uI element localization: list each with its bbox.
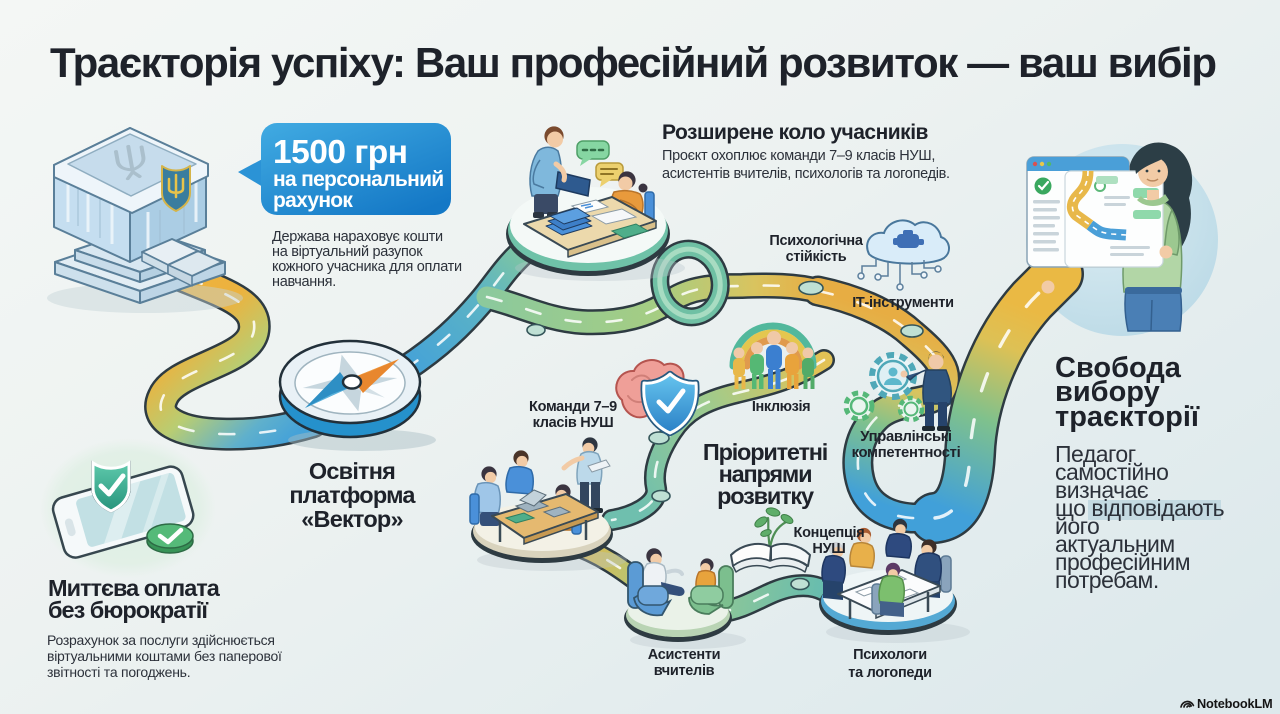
svg-text:самостійно: самостійно [1055, 459, 1168, 485]
svg-text:Траєкторія успіху: Ваш професі: Траєкторія успіху: Ваш професійний розви… [50, 39, 1216, 86]
svg-text:NotebookLM: NotebookLM [1197, 696, 1272, 711]
svg-text:потребам.: потребам. [1055, 567, 1159, 593]
svg-text:на віртуальний разупок: на віртуальний разупок [272, 244, 423, 260]
svg-text:Розрахунок за послуги здійснює: Розрахунок за послуги здійснюється [47, 632, 275, 648]
svg-text:Держава нараховує кошти: Держава нараховує кошти [272, 229, 443, 245]
svg-text:визначає: визначає [1055, 477, 1149, 503]
svg-text:ІТ-інструменти: ІТ-інструменти [852, 295, 954, 311]
svg-text:Розширене коло учасників: Розширене коло учасників [662, 121, 929, 144]
svg-text:платформа: платформа [289, 482, 416, 508]
svg-text:стійкість: стійкість [786, 249, 847, 265]
svg-text:його: його [1055, 513, 1099, 539]
svg-text:та логопеди: та логопеди [848, 665, 931, 681]
svg-text:НУШ: НУШ [812, 541, 845, 557]
svg-text:вибору: вибору [1055, 376, 1160, 408]
svg-text:Команди 7–9: Команди 7–9 [529, 399, 617, 415]
svg-text:розвитку: розвитку [717, 483, 814, 509]
svg-text:віртуальними коштами без папер: віртуальними коштами без паперової [47, 648, 282, 664]
svg-text:професійним: професійним [1055, 549, 1190, 575]
svg-text:«Вектор»: «Вектор» [301, 506, 403, 532]
svg-text:кожного учасника для оплати: кожного учасника для оплати [272, 259, 462, 275]
svg-text:Концепція: Концепція [794, 525, 865, 541]
svg-text:звітності та погоджень.: звітності та погоджень. [47, 664, 190, 680]
svg-text:Свобода: Свобода [1055, 352, 1182, 384]
svg-text:на персональний: на персональний [273, 168, 444, 191]
svg-text:актуальним: актуальним [1055, 531, 1175, 557]
svg-text:Пріоритетні: Пріоритетні [703, 439, 827, 465]
svg-text:асистентів вчителів, психологі: асистентів вчителів, психологів та логоп… [662, 166, 950, 182]
svg-text:Освітня: Освітня [309, 458, 395, 484]
svg-text:Миттєва оплата: Миттєва оплата [48, 575, 221, 601]
svg-text:Проєкт охоплює команди 7–9 кла: Проєкт охоплює команди 7–9 класів НУШ, [662, 148, 935, 164]
svg-text:Управлінські: Управлінські [860, 429, 952, 445]
svg-text:рахунок: рахунок [273, 189, 353, 212]
svg-text:Асистенти: Асистенти [648, 647, 721, 663]
svg-text:компетентності: компетентності [852, 445, 961, 461]
svg-text:напрями: напрями [719, 461, 812, 487]
svg-text:траєкторії: траєкторії [1055, 401, 1200, 433]
svg-text:вчителів: вчителів [654, 663, 715, 679]
svg-text:навчання.: навчання. [272, 274, 336, 290]
svg-text:Інклюзія: Інклюзія [752, 399, 810, 415]
svg-text:Психологічна: Психологічна [769, 233, 863, 249]
svg-text:Педагог: Педагог [1055, 441, 1136, 467]
svg-text:1500 грн: 1500 грн [273, 134, 407, 171]
svg-text:класів НУШ: класів НУШ [533, 415, 614, 431]
svg-text:Психологи: Психологи [853, 647, 927, 663]
svg-text:що відповідають: що відповідають [1055, 495, 1225, 521]
svg-text:без бюрократії: без бюрократії [48, 597, 209, 623]
